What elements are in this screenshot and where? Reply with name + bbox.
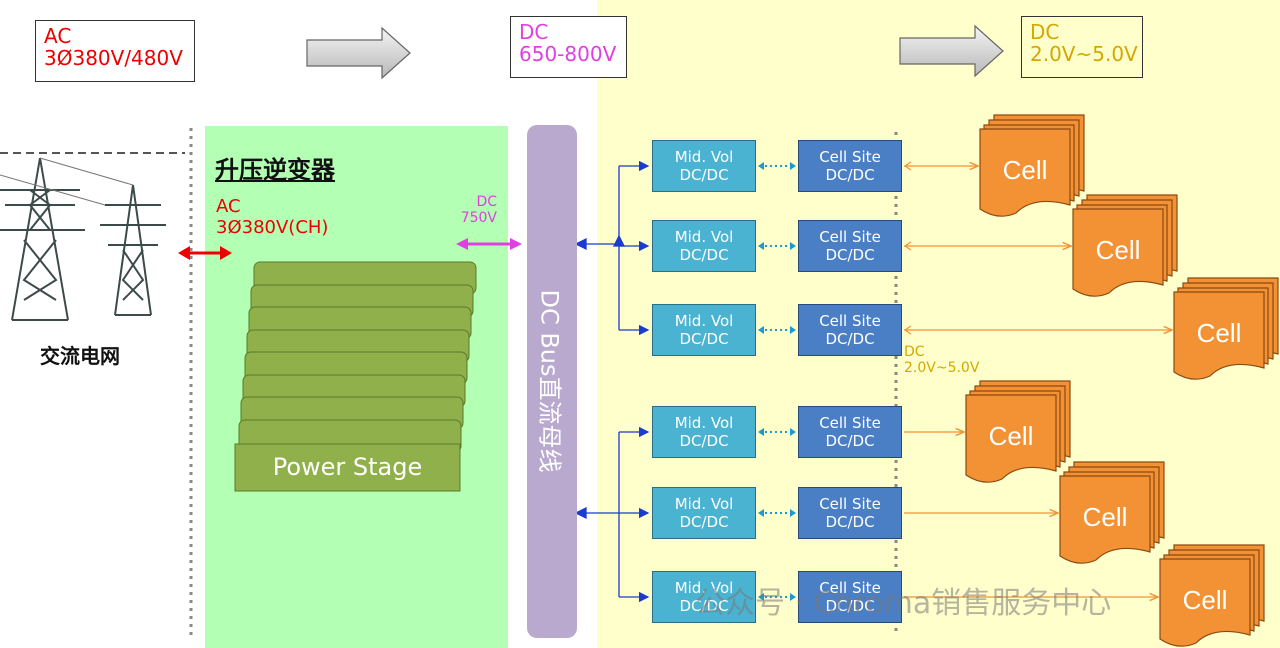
flow-arrow-1-icon [306, 26, 411, 80]
mid-vol-line1: Mid. Vol [674, 414, 734, 432]
cell-site-line1: Cell Site [819, 312, 881, 330]
dc-bus-voltage-label: DC 650-800V [510, 16, 627, 78]
converter-link-arrowheads [758, 162, 796, 601]
upper-distribution-lines [574, 160, 650, 336]
cell-sheet [1173, 291, 1265, 380]
inverter-dc-label: DC 750V [455, 194, 497, 226]
cell-site-line2: DC/DC [825, 166, 875, 184]
cell-label: Cell [1002, 155, 1048, 185]
mid-vol-line1: Mid. Vol [674, 579, 734, 597]
dc-bidirectional-arrow-icon [456, 238, 522, 250]
cell-site-line1: Cell Site [819, 579, 881, 597]
dc-cell-voltage-label: DC 2.0V~5.0V [1021, 16, 1143, 78]
cell-stack-icon [1072, 194, 1178, 297]
power-stage-stack [234, 261, 477, 492]
dc-bus-voltage-line2: 650-800V [519, 42, 617, 66]
cell-site-line2: DC/DC [825, 330, 875, 348]
dc-bus-label: DC Bus直流母线 [535, 289, 564, 473]
cell-stack-icon [1173, 277, 1279, 380]
cell-site-line1: Cell Site [819, 414, 881, 432]
mid-vol-line1: Mid. Vol [674, 312, 734, 330]
ac-input-label: AC 3Ø380V/480V [35, 20, 195, 82]
ac-bidirectional-arrow-icon [178, 246, 232, 260]
inverter-dc-line2: 750V [460, 210, 497, 226]
cell-site-line1: Cell Site [819, 495, 881, 513]
cell-label: Cell [988, 421, 1034, 451]
mid-vol-line2: DC/DC [679, 246, 729, 264]
cell-site-line1: Cell Site [819, 228, 881, 246]
cell-site-line2: DC/DC [825, 597, 875, 615]
inverter-ac-line2: 3Ø380V(CH) [216, 217, 329, 238]
cell-site-line2: DC/DC [825, 513, 875, 531]
watermark: 公众号 · Chroma销售服务中心 [695, 586, 1112, 621]
cell-sheet [1059, 475, 1151, 564]
cell-label: Cell [1095, 235, 1141, 265]
cell-stacks [965, 114, 1279, 647]
cell-voltage-line1: DC [904, 344, 925, 360]
dc-cell-voltage-line1: DC [1030, 20, 1060, 44]
cell-label: Cell [1082, 502, 1128, 532]
cell-stack-icon [1159, 544, 1265, 647]
inverter-ac-label: AC 3Ø380V(CH) [216, 196, 328, 238]
dc-bus-bar [527, 125, 577, 638]
inverter-title: 升压逆变器 [215, 156, 335, 184]
dc-cell-voltage-line2: 2.0V~5.0V [1030, 42, 1138, 66]
cell-voltage-label: DC 2.0V~5.0V [904, 344, 979, 376]
cell-stack-icon [979, 114, 1085, 217]
power-stage-label: Power Stage [272, 453, 423, 481]
mid-vol-line2: DC/DC [679, 432, 729, 450]
cell-site-line2: DC/DC [825, 432, 875, 450]
cell-sheet [1159, 558, 1251, 647]
mid-vol-line2: DC/DC [679, 166, 729, 184]
cell-sheet [965, 394, 1057, 483]
mid-vol-line1: Mid. Vol [674, 495, 734, 513]
inverter-dc-line1: DC [476, 194, 497, 210]
cell-site-line2: DC/DC [825, 246, 875, 264]
mid-vol-line2: DC/DC [679, 513, 729, 531]
ac-input-label-line2: 3Ø380V/480V [44, 46, 183, 70]
lower-distribution-lines [574, 426, 650, 603]
mid-vol-line1: Mid. Vol [674, 148, 734, 166]
cell-stack-icon [1059, 461, 1165, 564]
cell-site-line1: Cell Site [819, 148, 881, 166]
dc-bus-voltage-line1: DC [519, 20, 549, 44]
flow-arrow-2-icon [899, 24, 1004, 78]
mid-vol-line1: Mid. Vol [674, 228, 734, 246]
cell-label: Cell [1182, 585, 1228, 615]
ac-input-label-line1: AC [44, 24, 72, 48]
mid-vol-line2: DC/DC [679, 597, 729, 615]
inverter-ac-line1: AC [216, 196, 241, 217]
cell-stack-icon [965, 380, 1071, 483]
cell-voltage-line2: 2.0V~5.0V [904, 360, 980, 376]
cell-feed-lines [904, 166, 1172, 597]
mid-vol-line2: DC/DC [679, 330, 729, 348]
cell-label: Cell [1196, 318, 1242, 348]
cell-sheet [979, 128, 1071, 217]
converter-link-lines [760, 165, 792, 598]
grid-label: 交流电网 [40, 344, 120, 368]
transmission-tower-icon [0, 152, 185, 321]
cell-sheet [1072, 208, 1164, 297]
